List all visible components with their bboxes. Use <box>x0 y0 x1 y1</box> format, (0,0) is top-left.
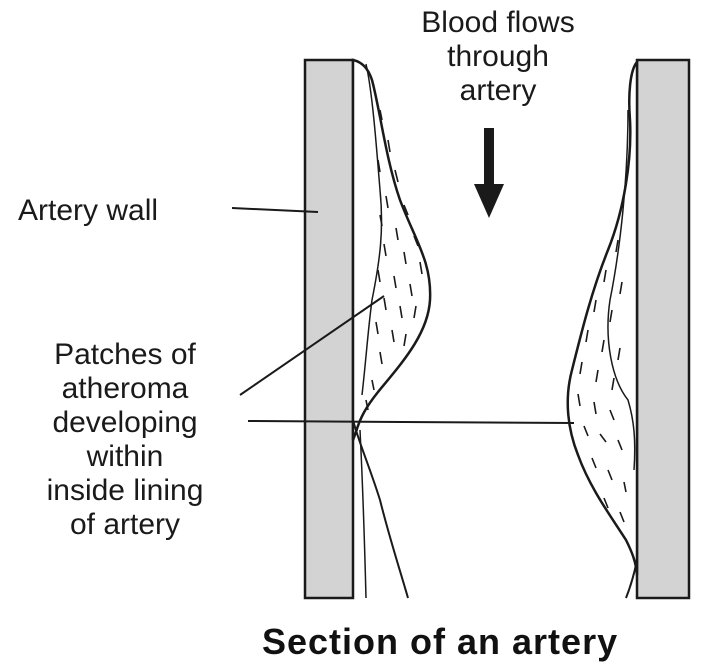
blood-flow-label-line: Blood flows <box>382 6 614 40</box>
right-lining-lower <box>626 560 637 598</box>
atheroma-label-line: within <box>6 440 244 474</box>
blood-flow-label-line: through <box>382 40 614 74</box>
artery-wall-label: Artery wall <box>18 194 158 228</box>
atheroma-leader-line-right <box>248 421 574 423</box>
blood-flow-label-line: artery <box>382 74 614 108</box>
down-arrow-icon <box>474 128 504 218</box>
right-artery-wall <box>637 60 689 598</box>
right-atheroma-patch <box>568 62 637 575</box>
artery-wall-label-text: Artery wall <box>18 194 158 227</box>
atheroma-label-line: Patches of <box>6 338 244 372</box>
atheroma-label-line: inside lining <box>6 474 244 508</box>
left-artery-wall <box>305 60 353 598</box>
atheroma-label-line: developing <box>6 406 244 440</box>
diagram-caption: Section of an artery <box>262 622 618 662</box>
blood-flow-label: Blood flows through artery <box>382 6 614 108</box>
atheroma-label-line: of artery <box>6 508 244 542</box>
atheroma-label: Patches of atheroma developing within in… <box>6 338 244 542</box>
atheroma-label-line: atheroma <box>6 372 244 406</box>
left-atheroma-patch <box>353 60 430 440</box>
